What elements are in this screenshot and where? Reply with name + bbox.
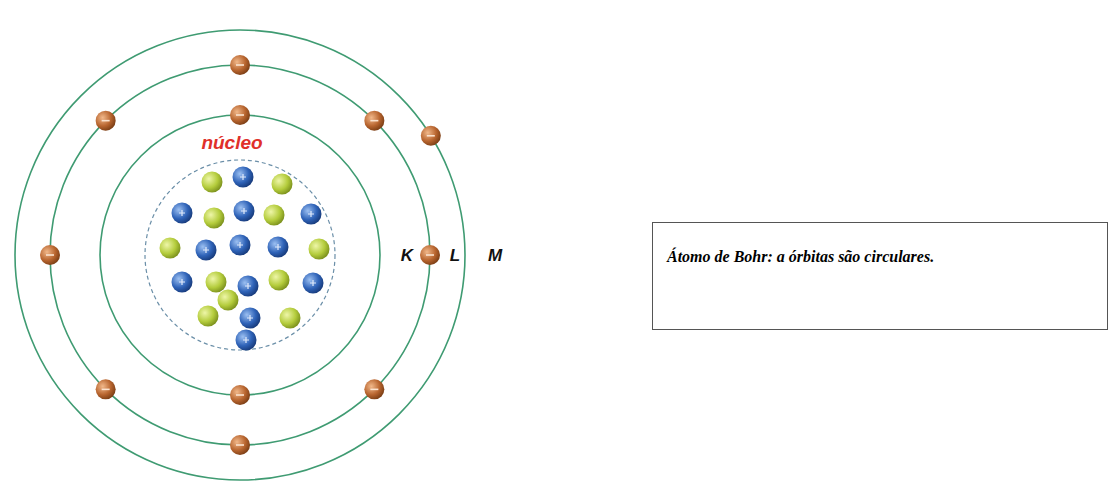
neutron [309, 239, 330, 260]
electron [96, 111, 116, 131]
proton [240, 308, 261, 329]
orbit-rings [15, 30, 465, 480]
proton-mark [247, 315, 253, 321]
proton [233, 167, 254, 188]
proton [268, 237, 289, 258]
shell-label: K [401, 246, 413, 266]
neutron [264, 205, 285, 226]
neutron [280, 308, 301, 329]
electron [420, 245, 440, 265]
proton [230, 235, 251, 256]
proton [236, 330, 257, 351]
proton-mark [243, 337, 249, 343]
electron-mark [102, 120, 110, 122]
electron-mark [236, 64, 244, 66]
electron [96, 379, 116, 399]
proton-mark [240, 174, 246, 180]
electron [421, 126, 441, 146]
proton [172, 203, 193, 224]
electron-mark [427, 135, 435, 137]
proton-mark [245, 283, 251, 289]
electron [364, 379, 384, 399]
proton-mark [237, 242, 243, 248]
proton [303, 273, 324, 294]
proton-mark [203, 247, 209, 253]
shell-label: L [450, 246, 460, 266]
neutron [206, 272, 227, 293]
electron [230, 435, 250, 455]
neutron [218, 290, 239, 311]
electron-mark [370, 120, 378, 122]
orbit-ring [100, 115, 380, 395]
electron-mark [236, 394, 244, 396]
neutron [269, 270, 290, 291]
orbit-ring [15, 30, 465, 480]
neutron [198, 306, 219, 327]
proton-mark [275, 244, 281, 250]
electron [40, 245, 60, 265]
neutron [160, 238, 181, 259]
caption-text: Átomo de Bohr: a órbitas são circulares. [667, 237, 937, 266]
electron [364, 111, 384, 131]
orbit-ring [50, 65, 430, 445]
electron-mark [102, 389, 110, 391]
electron-mark [46, 254, 54, 256]
electron [230, 105, 250, 125]
caption-box: Átomo de Bohr: a órbitas são circulares. [652, 222, 1108, 330]
proton [234, 201, 255, 222]
proton-mark [241, 208, 247, 214]
electron [230, 55, 250, 75]
neutron [204, 208, 225, 229]
electron [230, 385, 250, 405]
proton [196, 240, 217, 261]
electron-mark [236, 444, 244, 446]
nucleus-boundary [145, 160, 335, 350]
proton-mark [179, 279, 185, 285]
neutron [202, 172, 223, 193]
proton-mark [308, 211, 314, 217]
proton [301, 204, 322, 225]
electrons [40, 55, 441, 455]
electron-mark [426, 254, 434, 256]
nucleus-label: núcleo [201, 132, 262, 154]
proton-mark [310, 280, 316, 286]
neutron [272, 174, 293, 195]
proton-mark [179, 210, 185, 216]
electron-mark [370, 389, 378, 391]
nucleus-particles [160, 167, 330, 351]
shell-label: M [488, 246, 502, 266]
electron-mark [236, 114, 244, 116]
proton [172, 272, 193, 293]
proton [238, 276, 259, 297]
